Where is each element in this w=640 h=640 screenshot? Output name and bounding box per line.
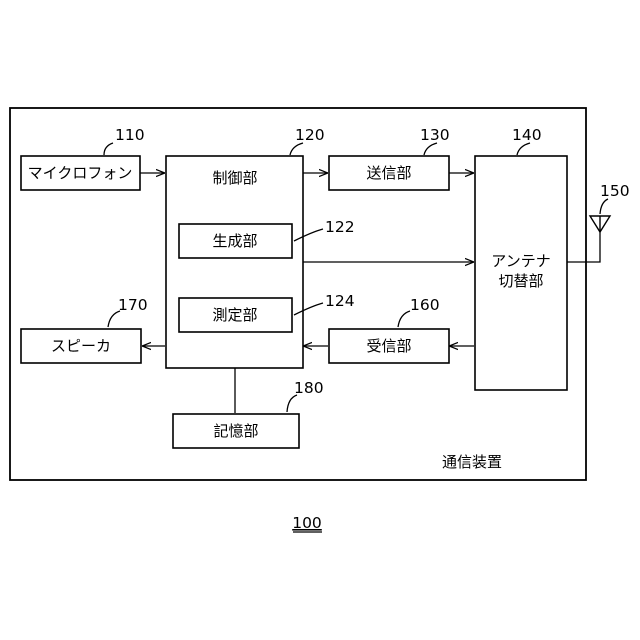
line-switch-to-antenna (567, 228, 600, 262)
controller-box (166, 156, 303, 368)
antenna-icon (590, 216, 610, 232)
antenna-switch-label-line2: 切替部 (498, 272, 543, 290)
measurer-label: 測定部 (212, 306, 257, 324)
ref-124: 124 (325, 292, 355, 310)
antenna-switch-label-line1: アンテナ (491, 252, 550, 270)
ref-160: 160 (410, 296, 440, 314)
speaker-label: スピーカ (51, 337, 111, 355)
figure-ref-100: 100 (292, 514, 322, 532)
transmitter-label: 送信部 (366, 164, 411, 182)
receiver-label: 受信部 (366, 337, 411, 355)
ref-150: 150 (600, 182, 630, 200)
ref-180: 180 (294, 379, 324, 397)
ref-122: 122 (325, 218, 355, 236)
ref-120: 120 (295, 126, 325, 144)
ref-170: 170 (118, 296, 148, 314)
ref-110: 110 (115, 126, 145, 144)
ref-130: 130 (420, 126, 450, 144)
ref-140: 140 (512, 126, 542, 144)
generator-label: 生成部 (212, 232, 257, 250)
controller-label: 制御部 (212, 169, 257, 187)
microphone-label: マイクロフォン (28, 164, 133, 182)
device-label: 通信装置 (442, 453, 502, 471)
storage-label: 記憶部 (213, 422, 258, 440)
